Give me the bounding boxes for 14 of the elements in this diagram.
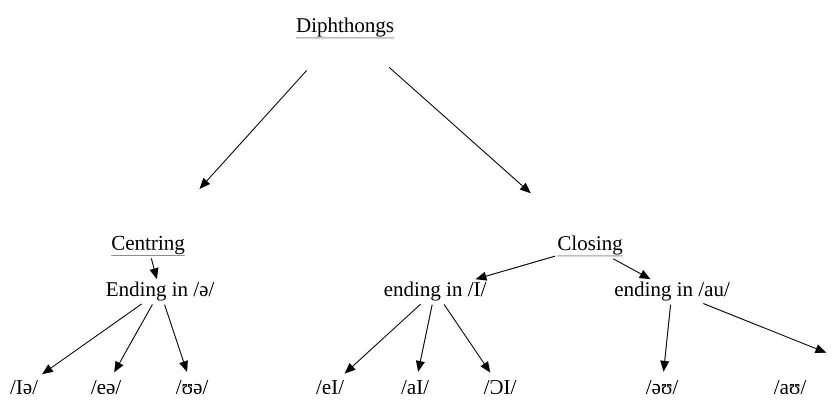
heading: Diphthongs: [296, 17, 394, 38]
subcategory-label: ending in /au/: [615, 281, 730, 301]
phoneme-label: /əʊ/: [646, 380, 678, 394]
category-label: Centring: [111, 236, 185, 256]
phoneme-label: /aI/: [401, 380, 429, 394]
phoneme-label: /ƆI/: [484, 380, 516, 394]
subcategory-label: ending in /I/: [384, 281, 486, 301]
phoneme-label: /eə/: [90, 380, 122, 394]
phoneme-label: /Iə/: [10, 380, 38, 394]
phoneme-label: /ʊə/: [176, 380, 208, 394]
phoneme-label: /aʊ/: [774, 380, 806, 394]
phoneme-label: /eI/: [316, 380, 344, 394]
subcategory-label: Ending in /ə/: [106, 281, 214, 301]
category-label: Closing: [557, 235, 623, 256]
